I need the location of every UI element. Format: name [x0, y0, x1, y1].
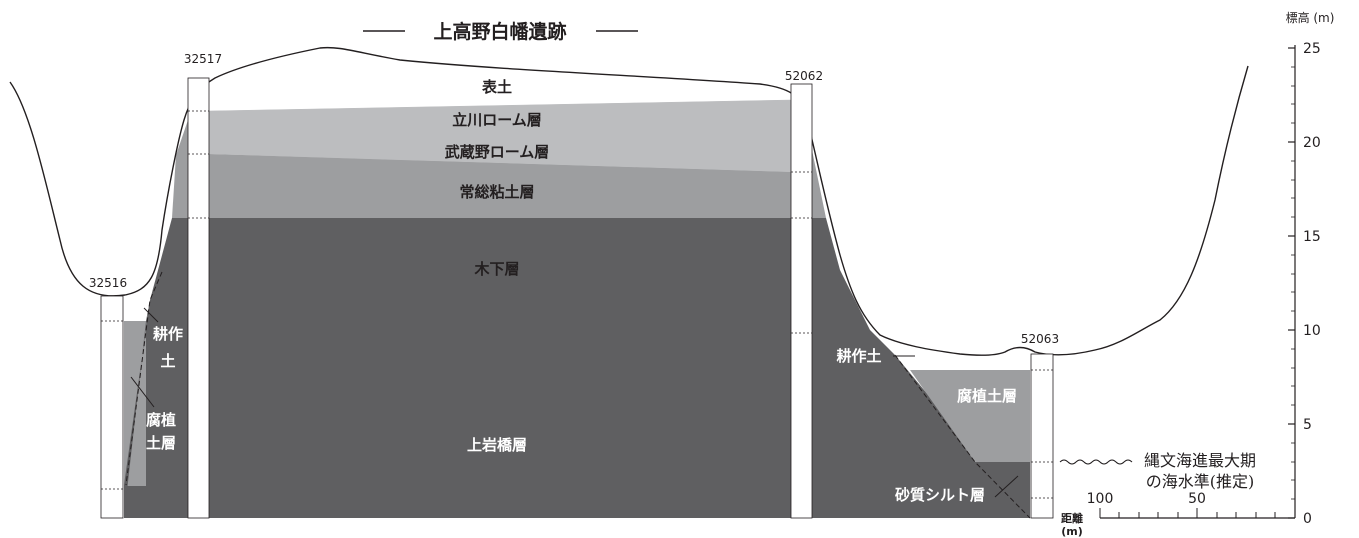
borehole-32516-column: [100, 295, 124, 519]
borehole-32517-column: [187, 77, 210, 519]
distance-unit: (m): [1061, 525, 1083, 538]
elevation-tick-25: 25: [1303, 41, 1321, 57]
kioroshi-kamiiwahashi-layer: [209, 218, 791, 518]
borehole-label-52062: 52062: [785, 69, 823, 83]
correlation-dotted-lines: [101, 110, 1053, 499]
joso-clay-layer: [209, 154, 791, 218]
elevation-major-ticks: [1288, 47, 1295, 519]
elevation-tick-15: 15: [1303, 229, 1321, 245]
elevation-tick-20: 20: [1303, 135, 1321, 151]
leader-lines: [130, 307, 1019, 498]
distance-tick-100: 100: [1087, 491, 1114, 507]
layer-label-kioroshi: 木下層: [473, 260, 519, 278]
layer-label-musashino: 武蔵野ローム層: [445, 143, 550, 161]
sea-level-note-line2: の海水準(推定): [1146, 472, 1255, 491]
elevation-tick-5: 5: [1303, 417, 1312, 433]
layer-label-cultivated-right: 耕作土: [836, 347, 881, 365]
right-slope-light: [812, 150, 826, 218]
sea-level-note-line1: 縄文海進最大期: [1144, 451, 1256, 470]
site-title: 上高野白幡遺跡: [433, 20, 566, 43]
layer-label-sandy-silt: 砂質シルト層: [895, 486, 985, 504]
elevation-tick-0: 0: [1303, 511, 1312, 527]
left-slope-light: [172, 120, 188, 218]
layer-label-cultivated-left-1: 耕作: [153, 325, 183, 343]
layer-label-tachikawa: 立川ローム層: [452, 111, 542, 129]
left-dashed-boundary: [125, 271, 163, 486]
elevation-minor-ticks: [1291, 66, 1295, 500]
distance-tick-50: 50: [1188, 491, 1206, 507]
borehole-52063-column: [1030, 353, 1054, 519]
sea-level-wave: [1059, 459, 1133, 465]
layer-label-kamiiwahashi: 上岩橋層: [467, 436, 527, 454]
borehole-52062-column: [790, 83, 813, 519]
tachikawa-loam-layer: [209, 100, 791, 172]
layer-label-topsoil: 表土: [482, 78, 512, 96]
elevation-axis-label: 標高 (m): [1286, 10, 1335, 25]
right-dashed-boundary: [894, 354, 1031, 519]
left-column-humus: [124, 321, 146, 486]
borehole-label-52063: 52063: [1021, 332, 1059, 346]
right-humus-layer: [910, 370, 1030, 462]
layer-label-cultivated-left-2: 土: [160, 352, 175, 370]
layer-label-humus-left-2: 土層: [146, 434, 176, 452]
layer-label-humus-right: 腐植土層: [957, 387, 1017, 405]
plateau-top-fill-line: [208, 99, 792, 112]
borehole-label-32516: 32516: [89, 276, 127, 290]
layer-label-joso: 常総粘土層: [459, 183, 534, 201]
right-slope-dark: [812, 218, 1030, 518]
ground-surface-line: [9, 46, 1249, 357]
distance-scale-ticks: [1099, 508, 1276, 518]
layer-label-humus-left-1: 腐植: [146, 411, 176, 429]
elevation-tick-10: 10: [1303, 323, 1321, 339]
borehole-label-32517: 32517: [184, 52, 222, 66]
distance-label: 距離: [1061, 511, 1083, 525]
